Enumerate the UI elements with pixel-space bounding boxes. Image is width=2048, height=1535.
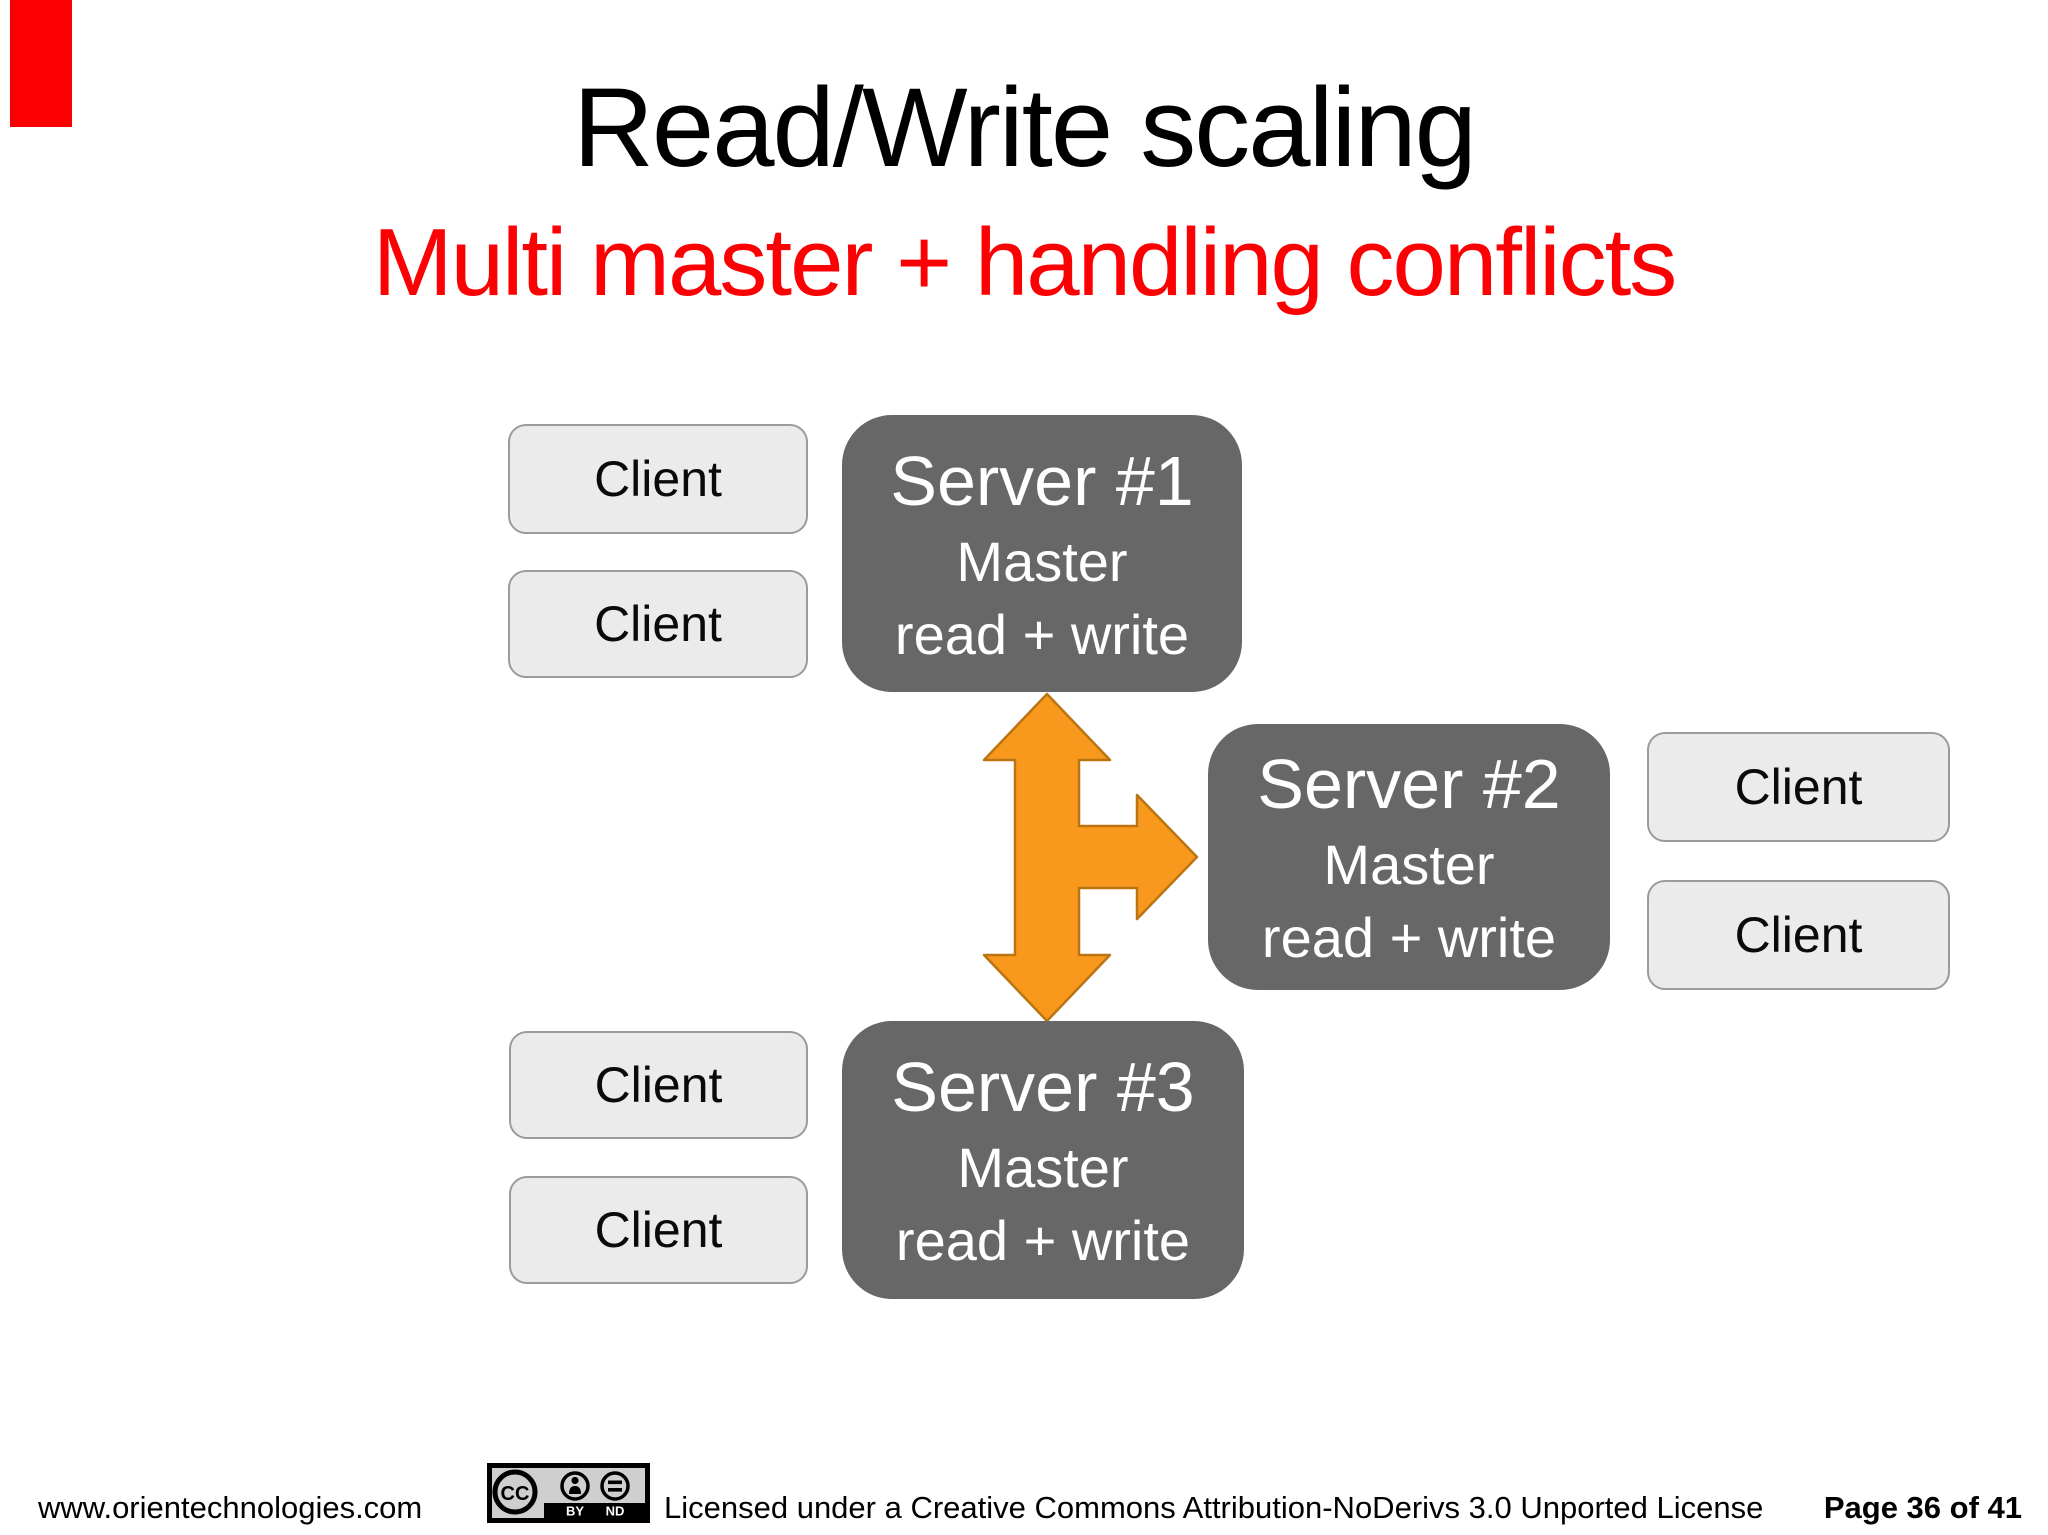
client-box: Client	[508, 424, 808, 534]
server-mode: read + write	[895, 1209, 1191, 1272]
website-link[interactable]: www.orientechnologies.com	[38, 1490, 423, 1525]
cc-by-nd-badge-icon: CC BY ND	[487, 1463, 650, 1523]
page-subtitle: Multi master + handling conflicts	[372, 209, 1678, 316]
client-box: Client	[509, 1031, 808, 1139]
client-label: Client	[1734, 759, 1863, 815]
client-box: Client	[1647, 732, 1950, 842]
server-role: Master	[1323, 833, 1495, 896]
server-name: Server #2	[1257, 745, 1561, 823]
server-name: Server #3	[891, 1048, 1195, 1126]
red-accent-bar	[10, 0, 72, 127]
cc-logo-icon	[492, 1469, 538, 1515]
page-title: Read/Write scaling	[573, 65, 1477, 190]
svg-text:ND: ND	[606, 1504, 625, 1519]
server-name: Server #1	[890, 441, 1194, 520]
client-box: Client	[508, 570, 808, 678]
cc-nd-icon	[600, 1471, 630, 1501]
server-mode: read + write	[1261, 906, 1557, 969]
server-box-3: Server #3 Master read + write	[842, 1021, 1244, 1299]
server-mode: read + write	[894, 602, 1190, 666]
client-label: Client	[594, 451, 722, 507]
client-label: Client	[594, 596, 722, 652]
server-box-1: Server #1 Master read + write	[842, 415, 1242, 692]
client-label: Client	[594, 1057, 723, 1113]
server-box-2: Server #2 Master read + write	[1208, 724, 1610, 990]
three-way-arrow-icon	[982, 692, 1199, 1023]
svg-text:BY: BY	[566, 1504, 584, 1519]
server-role: Master	[957, 1136, 1129, 1199]
client-label: Client	[1734, 907, 1863, 963]
server-role: Master	[956, 529, 1128, 593]
page-number: Page 36 of 41	[1823, 1490, 2022, 1525]
cc-by-icon	[560, 1471, 590, 1501]
client-box: Client	[1647, 880, 1950, 990]
license-text: Licensed under a Creative Commons Attrib…	[664, 1490, 1764, 1525]
client-label: Client	[594, 1202, 723, 1258]
svg-text:CC: CC	[501, 1483, 530, 1505]
client-box: Client	[509, 1176, 808, 1284]
